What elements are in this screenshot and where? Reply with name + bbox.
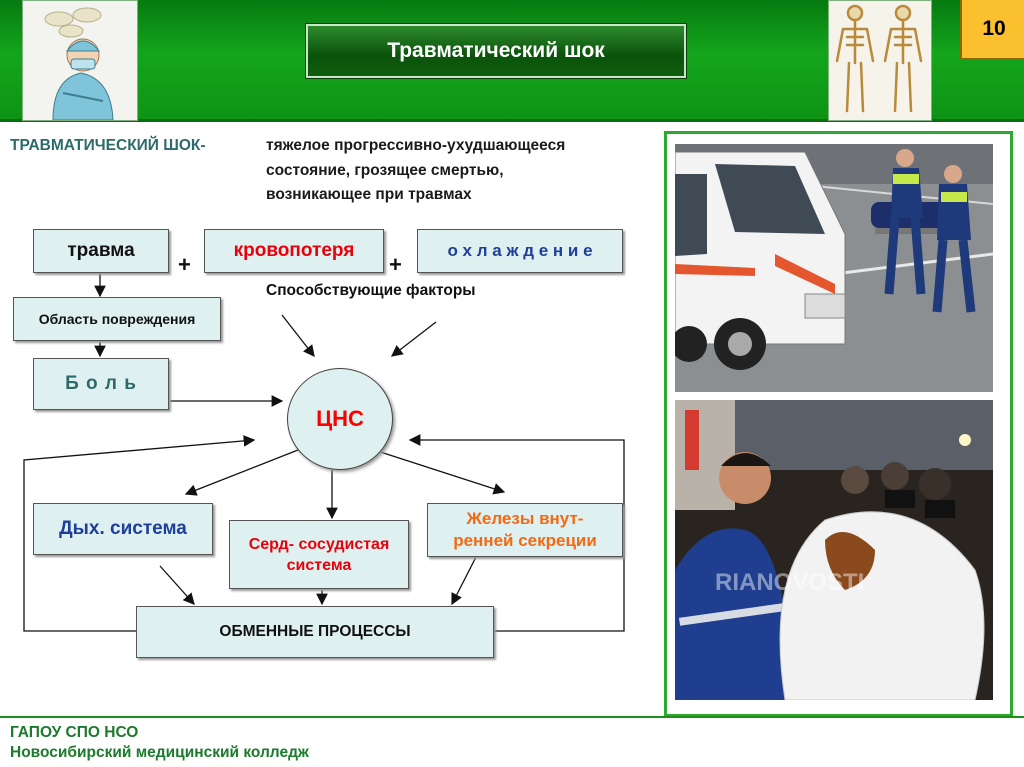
cooling-box: о х л а ж д е н и е [417, 229, 623, 273]
photo-watermark: RIANOVOSTI [715, 569, 864, 596]
endocrine-glands-box: Железы внут- ренней секреции [427, 503, 623, 557]
definition-term: ТРАВМАТИЧЕСКИЙ ШОК- [10, 137, 206, 154]
plus-sign-2: + [389, 252, 402, 277]
ambulance-photo [675, 144, 993, 392]
footer-organization: ГАПОУ СПО НСО [10, 724, 139, 741]
footer-divider [0, 716, 1024, 718]
page-number-badge: 10 [960, 0, 1024, 60]
header-divider [0, 119, 1024, 122]
metabolic-processes-box: ОБМЕННЫЕ ПРОЦЕССЫ [136, 606, 494, 658]
patient-transport-photo: RIANOVOSTI [675, 400, 993, 700]
definition-line-2: состояние, грозящее смертью, [266, 162, 504, 179]
cns-circle: ЦНС [287, 368, 393, 470]
cardio-label-line-1: Серд- сосудистая [248, 535, 390, 553]
contributing-factors-label: Способствующие факторы [266, 282, 476, 299]
cardiovascular-system-box: Серд- сосудистая система [229, 520, 409, 589]
doctor-illustration [22, 0, 138, 121]
definition-line-3: возникающее при травмах [266, 186, 472, 203]
trauma-box: травма [33, 229, 169, 273]
photo-frame: RIANOVOSTI [664, 131, 1013, 717]
endocrine-label-line-2: ренней секреции [453, 531, 597, 550]
injury-area-box: Область повреждения [13, 297, 221, 341]
endocrine-label-line-1: Железы внут- [466, 509, 584, 528]
diagram-connectors [23, 273, 625, 632]
respiratory-system-box: Дых. система [33, 503, 213, 555]
pain-box: Б о л ь [33, 358, 169, 410]
footer-college-name: Новосибирский медицинский колледж [10, 744, 309, 761]
blood-loss-box: кровопотеря [204, 229, 384, 273]
plus-sign-1: + [178, 252, 191, 277]
cardio-label-line-2: система [286, 556, 352, 574]
page-title: Травматический шок [306, 24, 686, 78]
skeleton-illustration [828, 0, 932, 121]
definition-line-1: тяжелое прогрессивно-ухудшающееся [266, 137, 566, 154]
